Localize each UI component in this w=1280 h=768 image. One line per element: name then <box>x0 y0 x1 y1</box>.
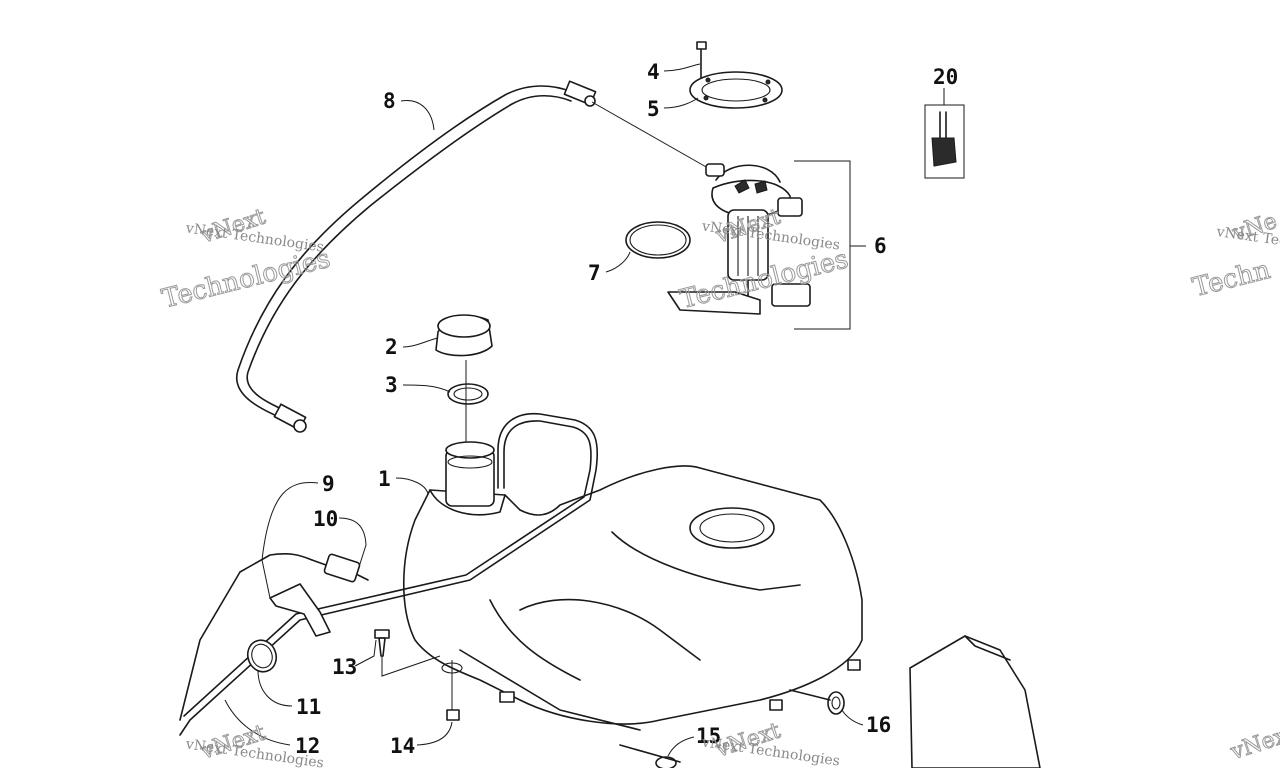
callout-10: 10 <box>313 507 338 531</box>
watermark-right-cut: vNe vNext Tec Techn <box>1189 208 1280 303</box>
callout-14: 14 <box>390 734 415 758</box>
grommet-part-16[interactable] <box>789 689 845 715</box>
assembly-bracket <box>794 160 851 330</box>
callout-5: 5 <box>647 97 660 121</box>
tank-side-shield <box>909 635 1041 768</box>
callout-12: 12 <box>295 734 320 758</box>
grommet-part-15[interactable] <box>619 744 681 768</box>
callout-9: 9 <box>322 472 335 496</box>
callout-2: 2 <box>385 335 398 359</box>
callout-leaders <box>224 63 945 757</box>
rivet-alignment-line <box>381 655 441 677</box>
fuel-filter-part-10[interactable] <box>179 553 369 721</box>
callout-8: 8 <box>383 89 396 113</box>
pump-gasket-part-5[interactable] <box>689 71 783 109</box>
cap-seal-part-3[interactable] <box>447 383 489 405</box>
screw-part-4[interactable] <box>696 41 707 81</box>
callout-11: 11 <box>296 695 321 719</box>
wiring-connector-part-20[interactable] <box>924 104 965 179</box>
watermark-outline-vnext: vNext <box>1227 721 1280 766</box>
fuel-pump-assembly-part-6[interactable] <box>667 163 811 315</box>
push-rivet-part-13[interactable] <box>374 629 390 657</box>
callout-13: 13 <box>332 655 357 679</box>
fuel-cap-part-2[interactable] <box>435 314 493 357</box>
callout-16: 16 <box>866 713 891 737</box>
vent-hose-fitting-right <box>563 80 597 107</box>
callout-20: 20 <box>933 65 958 89</box>
watermark-left: vNext vNext Technologies Technologies <box>159 204 334 315</box>
watermark-outline-technologies: Techn <box>1190 255 1274 303</box>
callout-labels: 1 2 3 4 5 6 7 8 9 10 11 12 13 14 15 16 2… <box>295 60 958 758</box>
nut-part-14[interactable] <box>441 660 463 721</box>
watermark-outline-technologies: Technologies <box>159 244 333 315</box>
callout-1: 1 <box>378 467 391 491</box>
fuel-filter-bracket-part-9[interactable] <box>269 583 331 637</box>
vent-hose-part-8[interactable] <box>235 80 597 433</box>
callout-15: 15 <box>696 724 721 748</box>
tank-vent-tube <box>179 412 599 736</box>
callout-3: 3 <box>385 373 398 397</box>
callout-7: 7 <box>588 261 601 285</box>
fuel-tank-part-1[interactable] <box>402 441 863 731</box>
callout-6: 6 <box>874 234 887 258</box>
watermark-bottom-right: vNext <box>1226 720 1280 766</box>
o-ring-part-7[interactable] <box>625 221 691 259</box>
hose-clamp-part-11[interactable] <box>243 636 280 676</box>
vent-hose-fitting-left <box>273 403 307 433</box>
callout-4: 4 <box>647 60 660 84</box>
vent-hose-connection-line <box>591 101 709 169</box>
